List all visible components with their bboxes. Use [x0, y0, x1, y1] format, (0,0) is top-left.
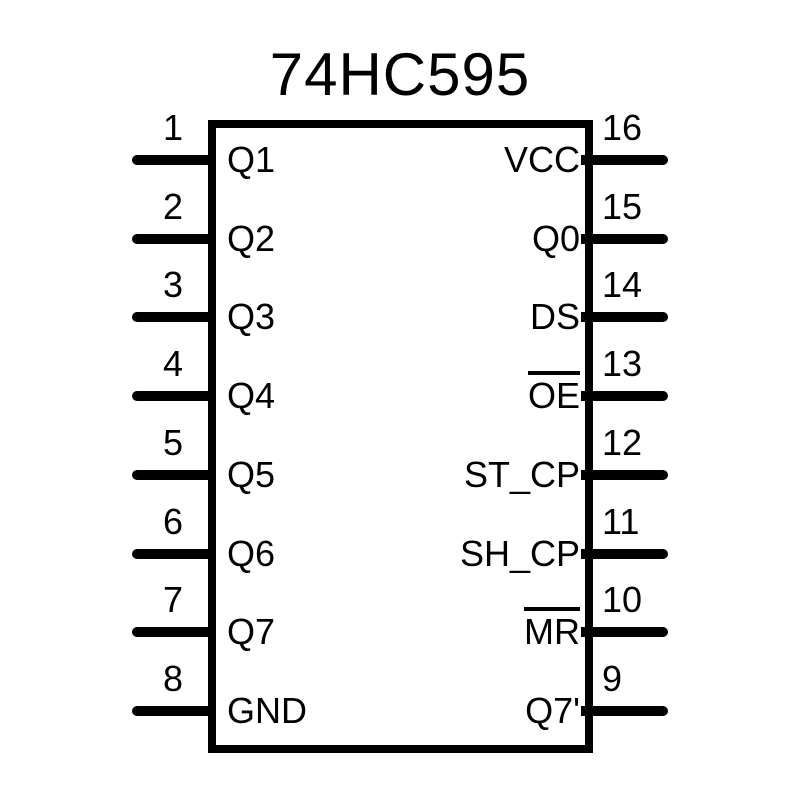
pin-13-label: OE — [360, 371, 580, 416]
pin-4-label: Q4 — [227, 378, 427, 414]
pin-1-number: 1 — [162, 107, 183, 148]
pin-13-number: 13 — [602, 343, 643, 384]
pin-11-label: SH_CP — [360, 536, 580, 572]
pin-3-lead-line — [132, 312, 212, 322]
pin-5-label: Q5 — [227, 457, 427, 493]
pin-14-label: DS — [360, 299, 580, 335]
pin-7-number: 7 — [162, 579, 183, 620]
pin-7-label: Q7 — [227, 614, 427, 650]
pin-15-number: 15 — [602, 186, 643, 227]
pin-16-label: VCC — [360, 142, 580, 178]
pin-10-number: 10 — [602, 579, 643, 620]
pin-2-label: Q2 — [227, 221, 427, 257]
signal-name: Q7 — [227, 611, 276, 652]
signal-name: Q2 — [227, 218, 276, 259]
pin-1-label: Q1 — [227, 142, 427, 178]
pin-12-label: ST_CP — [360, 457, 580, 493]
signal-name: Q3 — [227, 296, 276, 337]
pin-2-lead-line — [132, 234, 212, 244]
pin-8-lead-line — [132, 706, 212, 716]
pin-9-number: 9 — [602, 658, 623, 699]
signal-name: SH_CP — [459, 533, 580, 574]
pin-3-label: Q3 — [227, 299, 427, 335]
active-low-signal-name: OE — [527, 371, 580, 416]
pin-14-lead-line — [581, 312, 668, 322]
pin-3-number: 3 — [162, 264, 183, 305]
pin-6-label: Q6 — [227, 536, 427, 572]
signal-name: Q4 — [227, 375, 276, 416]
pin-5-number: 5 — [162, 422, 183, 463]
pin-6-lead-line — [132, 549, 212, 559]
signal-name: Q5 — [227, 454, 276, 495]
pin-12-number: 12 — [602, 422, 643, 463]
pin-16-number: 16 — [602, 107, 643, 148]
pin-9-label: Q7' — [360, 693, 580, 729]
pin-11-number: 11 — [602, 501, 640, 542]
pin-4-lead-line — [132, 391, 212, 401]
pin-10-lead-line — [581, 627, 668, 637]
pin-15-lead-line — [581, 234, 668, 244]
signal-name: DS — [529, 296, 580, 337]
signal-name: Q0 — [531, 218, 580, 259]
signal-name: Q6 — [227, 533, 276, 574]
pin-5-lead-line — [132, 470, 212, 480]
signal-name: GND — [227, 690, 307, 731]
pin-15-label: Q0 — [360, 221, 580, 257]
pin-6-number: 6 — [162, 501, 183, 542]
chip-body — [208, 120, 593, 753]
pin-2-number: 2 — [162, 186, 183, 227]
pin-7-lead-line — [132, 627, 212, 637]
pin-10-label: MR — [360, 607, 580, 652]
signal-name: Q1 — [227, 139, 276, 180]
pin-4-number: 4 — [162, 343, 183, 384]
pin-13-lead-line — [581, 391, 668, 401]
chip-title: 74HC595 — [269, 41, 531, 108]
pin-16-lead-line — [581, 155, 668, 165]
pin-8-number: 8 — [162, 658, 183, 699]
pin-12-lead-line — [581, 470, 668, 480]
signal-name: VCC — [503, 139, 580, 180]
pin-8-label: GND — [227, 693, 427, 729]
active-low-signal-name: MR — [524, 607, 580, 652]
signal-name: ST_CP — [463, 454, 580, 495]
signal-name: Q7' — [525, 690, 580, 731]
pin-11-lead-line — [581, 549, 668, 559]
pin-14-number: 14 — [602, 264, 643, 305]
pin-9-lead-line — [581, 706, 668, 716]
pin-1-lead-line — [132, 155, 212, 165]
